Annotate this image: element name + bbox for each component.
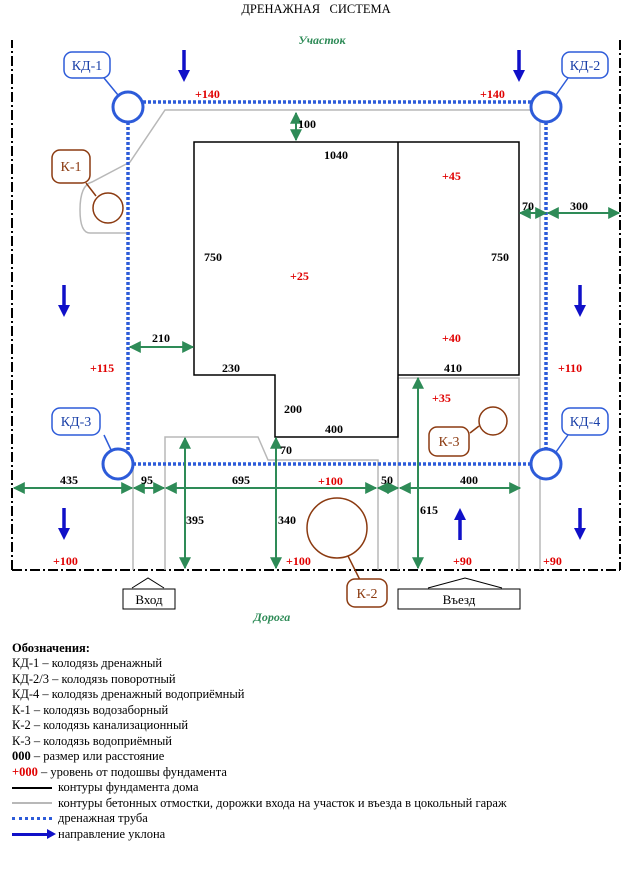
level-25: +25 bbox=[290, 269, 309, 283]
drain-pipe bbox=[126, 100, 548, 466]
brown-wells bbox=[85, 182, 508, 581]
level-45: +45 bbox=[442, 169, 461, 183]
legend-level-text: – уровень от подошвы фундамента bbox=[37, 764, 227, 779]
level-40: +40 bbox=[442, 331, 461, 345]
level-100-left: +100 bbox=[53, 554, 78, 568]
dim-395: 395 bbox=[186, 513, 204, 527]
legend-drain-line-icon bbox=[12, 817, 52, 821]
slope-arrow bbox=[574, 285, 586, 317]
well-k3 bbox=[478, 406, 508, 436]
legend-item: К-2 – колодязь канализационный bbox=[12, 718, 189, 732]
dim-615: 615 bbox=[420, 503, 438, 517]
dim-95: 95 bbox=[141, 473, 153, 487]
legend-item: КД-4 – колодязь дренажный водоприёмный bbox=[12, 687, 245, 701]
level-110: +110 bbox=[558, 361, 582, 375]
slope-arrow bbox=[513, 50, 525, 82]
dim-230: 230 bbox=[222, 361, 240, 375]
legend-item: КД-1 – колодязь дренажный bbox=[12, 656, 163, 670]
dim-435: 435 bbox=[60, 473, 78, 487]
legend-level-sample: +000 bbox=[12, 764, 38, 779]
site-label: Участок bbox=[298, 33, 346, 47]
legend-level-row: +000 – уровень от подошвы фундамента bbox=[12, 765, 622, 781]
slope-arrows bbox=[58, 50, 586, 540]
dim-750-left: 750 bbox=[204, 250, 222, 264]
kd3-label: КД-3 bbox=[61, 415, 92, 430]
legend-dim-text: – размер или расстояние bbox=[30, 749, 165, 763]
house-foundation bbox=[193, 141, 520, 438]
level-90-mid: +90 bbox=[453, 554, 472, 568]
dimension-texts: 100 1040 750 750 70 300 210 230 410 200 … bbox=[60, 117, 588, 527]
dim-400-bottom: 400 bbox=[460, 473, 478, 487]
level-100-mid: +100 bbox=[318, 474, 343, 488]
legend-concrete-line-icon bbox=[12, 802, 52, 805]
well-kd3 bbox=[101, 447, 135, 481]
dim-210: 210 bbox=[152, 331, 170, 345]
legend-item: КД-2/3 – колодязь поворотный bbox=[12, 671, 176, 686]
well-k1 bbox=[92, 192, 124, 224]
kd4-label: КД-4 bbox=[570, 415, 601, 430]
dim-50: 50 bbox=[381, 473, 393, 487]
legend-house-line-icon bbox=[12, 786, 52, 789]
well-kd1 bbox=[111, 90, 145, 124]
slope-arrow bbox=[178, 50, 190, 82]
diagram-title: ДРЕНАЖНАЯ СИСТЕМА bbox=[241, 2, 390, 16]
k1-label: К-1 bbox=[61, 160, 82, 175]
dim-1040: 1040 bbox=[324, 148, 348, 162]
well-kd4 bbox=[529, 447, 563, 481]
kd2-label: КД-2 bbox=[570, 59, 601, 74]
k2-label: К-2 bbox=[357, 587, 378, 602]
legend-dimension-row: 000 – размер или расстояние bbox=[12, 749, 622, 765]
drainage-wells bbox=[101, 90, 563, 481]
level-35: +35 bbox=[432, 391, 451, 405]
entrance-label: Вход bbox=[135, 592, 163, 607]
legend-heading: Обозначения: bbox=[12, 641, 90, 655]
dim-200: 200 bbox=[284, 402, 302, 416]
level-100-bottom: +100 bbox=[286, 554, 311, 568]
legend-concrete-row: контуры бетонных отмостки, дорожки входа… bbox=[12, 796, 622, 812]
level-140-left: +140 bbox=[195, 87, 220, 101]
site-boundary bbox=[11, 40, 621, 571]
legend: Обозначения: КД-1 – колодязь дренажный К… bbox=[12, 640, 622, 842]
legend-concrete-text: контуры бетонных отмостки, дорожки входа… bbox=[58, 795, 507, 810]
legend-slope-row: направление уклона bbox=[12, 827, 622, 843]
dim-340: 340 bbox=[278, 513, 296, 527]
dimension-lines bbox=[12, 111, 621, 570]
dim-410: 410 bbox=[444, 361, 462, 375]
dim-70-low: 70 bbox=[280, 443, 292, 457]
dim-70-right: 70 bbox=[522, 199, 534, 213]
legend-house-row: контуры фундамента дома bbox=[12, 780, 622, 796]
legend-slope-text: направление уклона bbox=[58, 826, 166, 841]
dim-400-mid: 400 bbox=[325, 422, 343, 436]
legend-drain-row: дренажная труба bbox=[12, 811, 622, 827]
slope-arrow bbox=[574, 508, 586, 540]
drive-label: Въезд bbox=[443, 592, 476, 607]
legend-item: К-3 – колодязь водоприёмный bbox=[12, 733, 172, 748]
level-marks: +140 +140 +45 +25 +40 +115 +110 +35 +100… bbox=[53, 87, 582, 568]
legend-item: К-1 – колодязь водозаборный bbox=[12, 702, 169, 717]
legend-dim-sample: 000 bbox=[12, 749, 31, 763]
level-140-right: +140 bbox=[480, 87, 505, 101]
well-kd2 bbox=[529, 90, 563, 124]
concrete-contours bbox=[79, 109, 541, 570]
k3-label: К-3 bbox=[439, 435, 460, 450]
dim-300: 300 bbox=[570, 199, 588, 213]
legend-house-text: контуры фундамента дома bbox=[58, 780, 199, 794]
slope-arrow bbox=[58, 285, 70, 317]
gates: Вход Въезд bbox=[122, 577, 521, 610]
legend-drain-text: дренажная труба bbox=[58, 811, 148, 825]
level-90-right: +90 bbox=[543, 554, 562, 568]
kd1-label: КД-1 bbox=[72, 59, 103, 74]
road-label: Дорога bbox=[253, 610, 291, 624]
well-k2 bbox=[306, 497, 368, 559]
legend-slope-arrow-icon bbox=[12, 828, 56, 839]
slope-arrow-up bbox=[454, 508, 466, 540]
level-115: +115 bbox=[90, 361, 114, 375]
slope-arrow bbox=[58, 508, 70, 540]
dim-695: 695 bbox=[232, 473, 250, 487]
dim-100: 100 bbox=[298, 117, 316, 131]
dim-750-right: 750 bbox=[491, 250, 509, 264]
